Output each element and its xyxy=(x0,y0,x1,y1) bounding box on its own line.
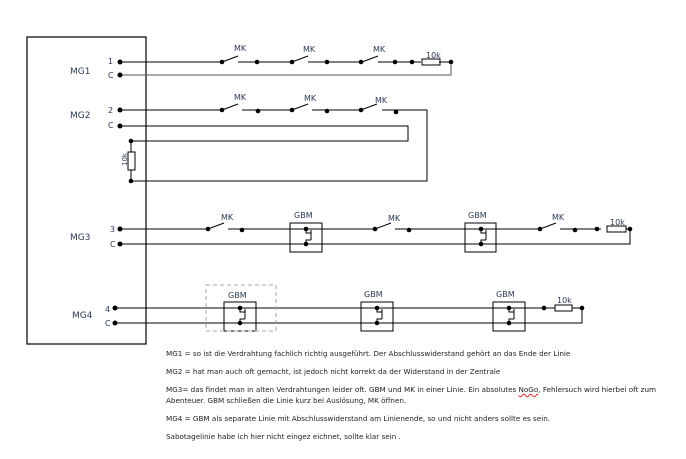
note-mg3-text-b: , Fehlersuch wird hierbei oft zum xyxy=(538,385,657,394)
mg2-terminal-common: C xyxy=(108,121,114,130)
mg2-resistor xyxy=(127,151,136,171)
mg4-highlight-box xyxy=(205,284,277,332)
note-mg3-text-a: MG3= das findet man in alten Verdrahtung… xyxy=(166,385,519,394)
note-mg1: MG1 = so ist die Verdrahtung fachlich ri… xyxy=(166,349,571,358)
mg3-label: MG3 xyxy=(70,233,90,243)
junction-dots xyxy=(112,59,633,326)
control-panel xyxy=(26,36,147,345)
mg1-mk-switch-2 xyxy=(291,55,326,63)
mg3-gbm-label-1: GBM xyxy=(294,211,313,220)
mg3-gbm-contact-1 xyxy=(305,229,312,244)
mg2-mk-label-1: MK xyxy=(234,93,247,102)
mg1-resistor-label: 10k xyxy=(426,51,441,60)
note-mg2: MG2 = hat man auch oft gemacht, ist jedo… xyxy=(166,367,501,376)
mg4-terminal-common: C xyxy=(105,319,111,328)
mg1-terminal-common: C xyxy=(108,71,114,80)
mg2-mk-switch-1 xyxy=(221,103,239,111)
mg1-mk-label-1: MK xyxy=(234,44,247,53)
mg2-mk-label-2: MK xyxy=(304,94,317,103)
mg1-common-wire xyxy=(120,62,452,76)
mg4-gbm-label-2: GBM xyxy=(364,290,383,299)
note-mg3: MG3= das findet man in alten Verdrahtung… xyxy=(166,384,681,395)
mg4-gbm-box-3 xyxy=(492,301,526,332)
mg2-mk-switch-2 xyxy=(291,103,309,111)
mg1-resistor xyxy=(421,58,441,66)
mg3-mk-label-2: MK xyxy=(388,214,401,223)
mg1-terminal-line: 1 xyxy=(108,57,113,66)
mg1-mk-label-3: MK xyxy=(373,45,386,54)
note-mg4: MG4 = GBM als separate Linie mit Abschlu… xyxy=(166,414,551,423)
mg3-gbm-label-2: GBM xyxy=(468,211,487,220)
mg1-mk-label-2: MK xyxy=(303,45,316,54)
mg3-gbm-contact-2 xyxy=(480,229,487,244)
mg4-resistor xyxy=(554,304,573,312)
explanation-notes: MG1 = so ist die Verdrahtung fachlich ri… xyxy=(166,348,681,449)
mg1-label: MG1 xyxy=(70,67,90,77)
mg2-line-wire xyxy=(120,109,428,182)
mg4-common-wire xyxy=(115,308,583,324)
mg4-gbm-label-3: GBM xyxy=(496,290,515,299)
mg3-mk-label-1: MK xyxy=(221,213,234,222)
mg4-gbm-box-2 xyxy=(360,301,394,332)
mg2-mk-switch-3 xyxy=(360,103,378,111)
mg4-label: MG4 xyxy=(72,311,93,321)
note-sabotage: Sabotagelinie habe ich hier nicht eingez… xyxy=(166,432,401,441)
mg3-mk-switch-3 xyxy=(539,222,575,230)
mg1-mk-switch-3 xyxy=(361,55,396,63)
mg3-mk-switch-1 xyxy=(207,222,242,230)
mg3-terminal-common: C xyxy=(110,240,116,249)
mg4-terminal-line: 4 xyxy=(105,305,110,314)
mg1-mk-switch-1 xyxy=(221,55,256,63)
mg3-mk-switch-2 xyxy=(374,222,409,230)
mg4-resistor-label: 10k xyxy=(557,296,572,305)
mg4-gbm-label-1: GBM xyxy=(228,291,247,300)
mg3-gbm-box-1 xyxy=(289,222,323,253)
mg4-gbm-contact-3 xyxy=(508,308,515,323)
mg3-mk-label-3: MK xyxy=(552,213,565,222)
mg4-gbm-contact-1 xyxy=(239,308,246,323)
mg2-label: MG2 xyxy=(70,111,90,121)
mg3-resistor-label: 10k xyxy=(610,218,625,227)
mg3-gbm-box-2 xyxy=(464,222,497,253)
note-mg3-continued: Abenteuer. GBM schließen die Linie kurz … xyxy=(166,396,407,405)
mg3-resistor xyxy=(606,225,627,233)
mg4-gbm-contact-2 xyxy=(376,308,383,323)
mg3-terminal-line: 3 xyxy=(110,225,115,234)
mg2-mk-label-3: MK xyxy=(375,96,388,105)
mg2-terminal-line: 2 xyxy=(108,106,113,115)
mg2-common-wire xyxy=(120,125,409,142)
note-mg3-nogo: NoGo xyxy=(518,385,539,394)
mg2-resistor-label: 10k xyxy=(121,152,129,166)
mg4-gbm-box-1 xyxy=(223,301,257,332)
